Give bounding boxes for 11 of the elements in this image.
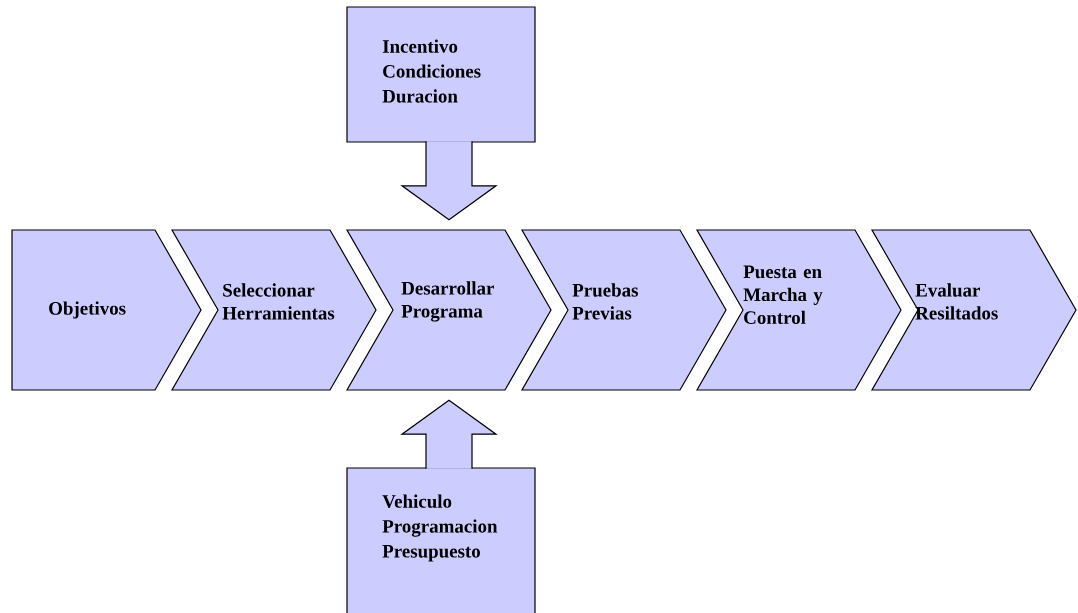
text-box: Incentivo Condiciones Duracion (346, 6, 536, 143)
text-box: Vehiculo Programacion Presupuesto (346, 467, 536, 613)
chevron-step: Objetivos (11, 229, 202, 391)
chevron-step: Seleccionar Herramientas (170, 229, 377, 391)
node-label: Evaluar Resiltados (915, 283, 998, 320)
block-arrow (400, 140, 498, 221)
block-arrow (400, 399, 498, 470)
chevron-step: Puesta en Marcha y Control (695, 229, 902, 391)
chevron-step: Evaluar Resiltados (870, 229, 1077, 391)
chevron-step: Pruebas Previas (520, 229, 727, 391)
chevron-step: Desarrollar Programa (345, 229, 552, 391)
